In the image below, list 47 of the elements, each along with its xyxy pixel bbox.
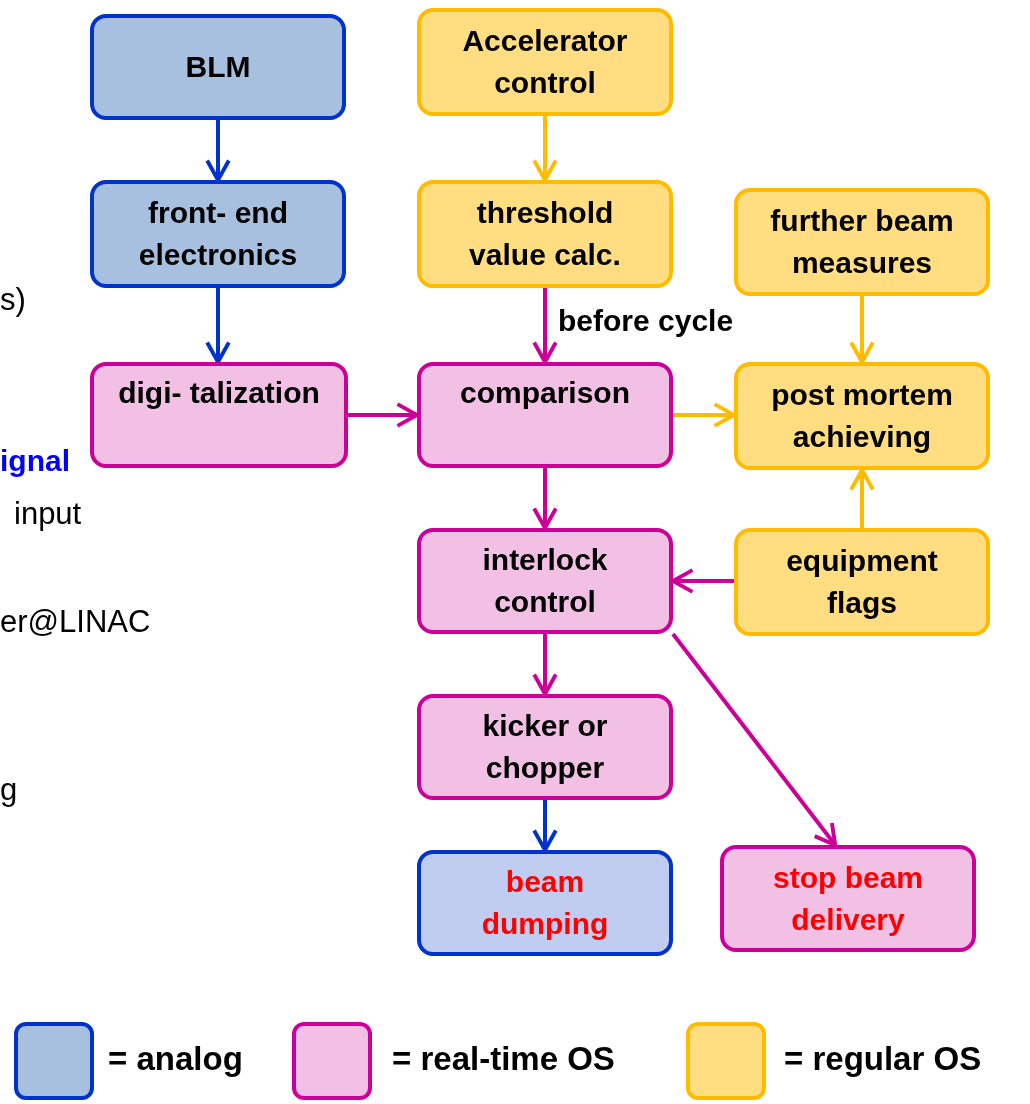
- arrow: [532, 468, 558, 530]
- process-box: [734, 188, 990, 296]
- process-box: [417, 528, 673, 634]
- arrow: [671, 632, 838, 847]
- side-note: er@LINAC: [0, 604, 151, 640]
- arrow: [532, 800, 558, 852]
- box-label: equipment flags: [785, 543, 939, 621]
- arrow: [673, 402, 736, 428]
- process-box: [417, 694, 673, 800]
- box-label: front- end electronics: [137, 195, 299, 273]
- box-label: BLM: [185, 49, 251, 85]
- process-box: [734, 528, 990, 636]
- process-box: [417, 850, 673, 956]
- process-box: [720, 845, 976, 952]
- box-label: threshold value calc.: [468, 195, 622, 273]
- arrow: [205, 288, 231, 364]
- box-label: stop beam delivery: [772, 859, 924, 938]
- arrow: [849, 468, 875, 528]
- legend-label: = regular OS: [784, 1040, 982, 1078]
- box-label: comparison: [459, 375, 630, 411]
- process-box: [90, 14, 346, 120]
- process-box: [417, 180, 673, 288]
- process-box: [417, 8, 673, 116]
- process-box: [90, 362, 348, 468]
- arrow: [348, 402, 419, 428]
- box-label: further beam measures: [769, 203, 955, 281]
- legend-label: = analog: [108, 1040, 243, 1078]
- arrow: [671, 568, 734, 594]
- box-label: beam dumping: [480, 864, 610, 942]
- box-label: Accelerator control: [461, 23, 629, 101]
- process-box: [417, 362, 673, 468]
- arrow: [532, 116, 558, 182]
- side-note: input: [14, 496, 82, 532]
- side-note: s): [0, 282, 26, 318]
- side-note: g: [0, 772, 18, 808]
- arrow: [849, 296, 875, 364]
- process-box: [90, 180, 346, 288]
- side-note: ignal: [0, 444, 70, 478]
- arrow: [532, 634, 558, 696]
- box-label: digi- talization: [118, 375, 320, 411]
- box-label: kicker or chopper: [481, 708, 609, 786]
- process-box: [734, 362, 990, 470]
- arrow: [532, 288, 558, 364]
- arrow: [205, 120, 231, 182]
- box-label: post mortem achieving: [770, 377, 954, 455]
- legend-label: = real-time OS: [392, 1040, 615, 1078]
- box-label: interlock control: [481, 542, 609, 620]
